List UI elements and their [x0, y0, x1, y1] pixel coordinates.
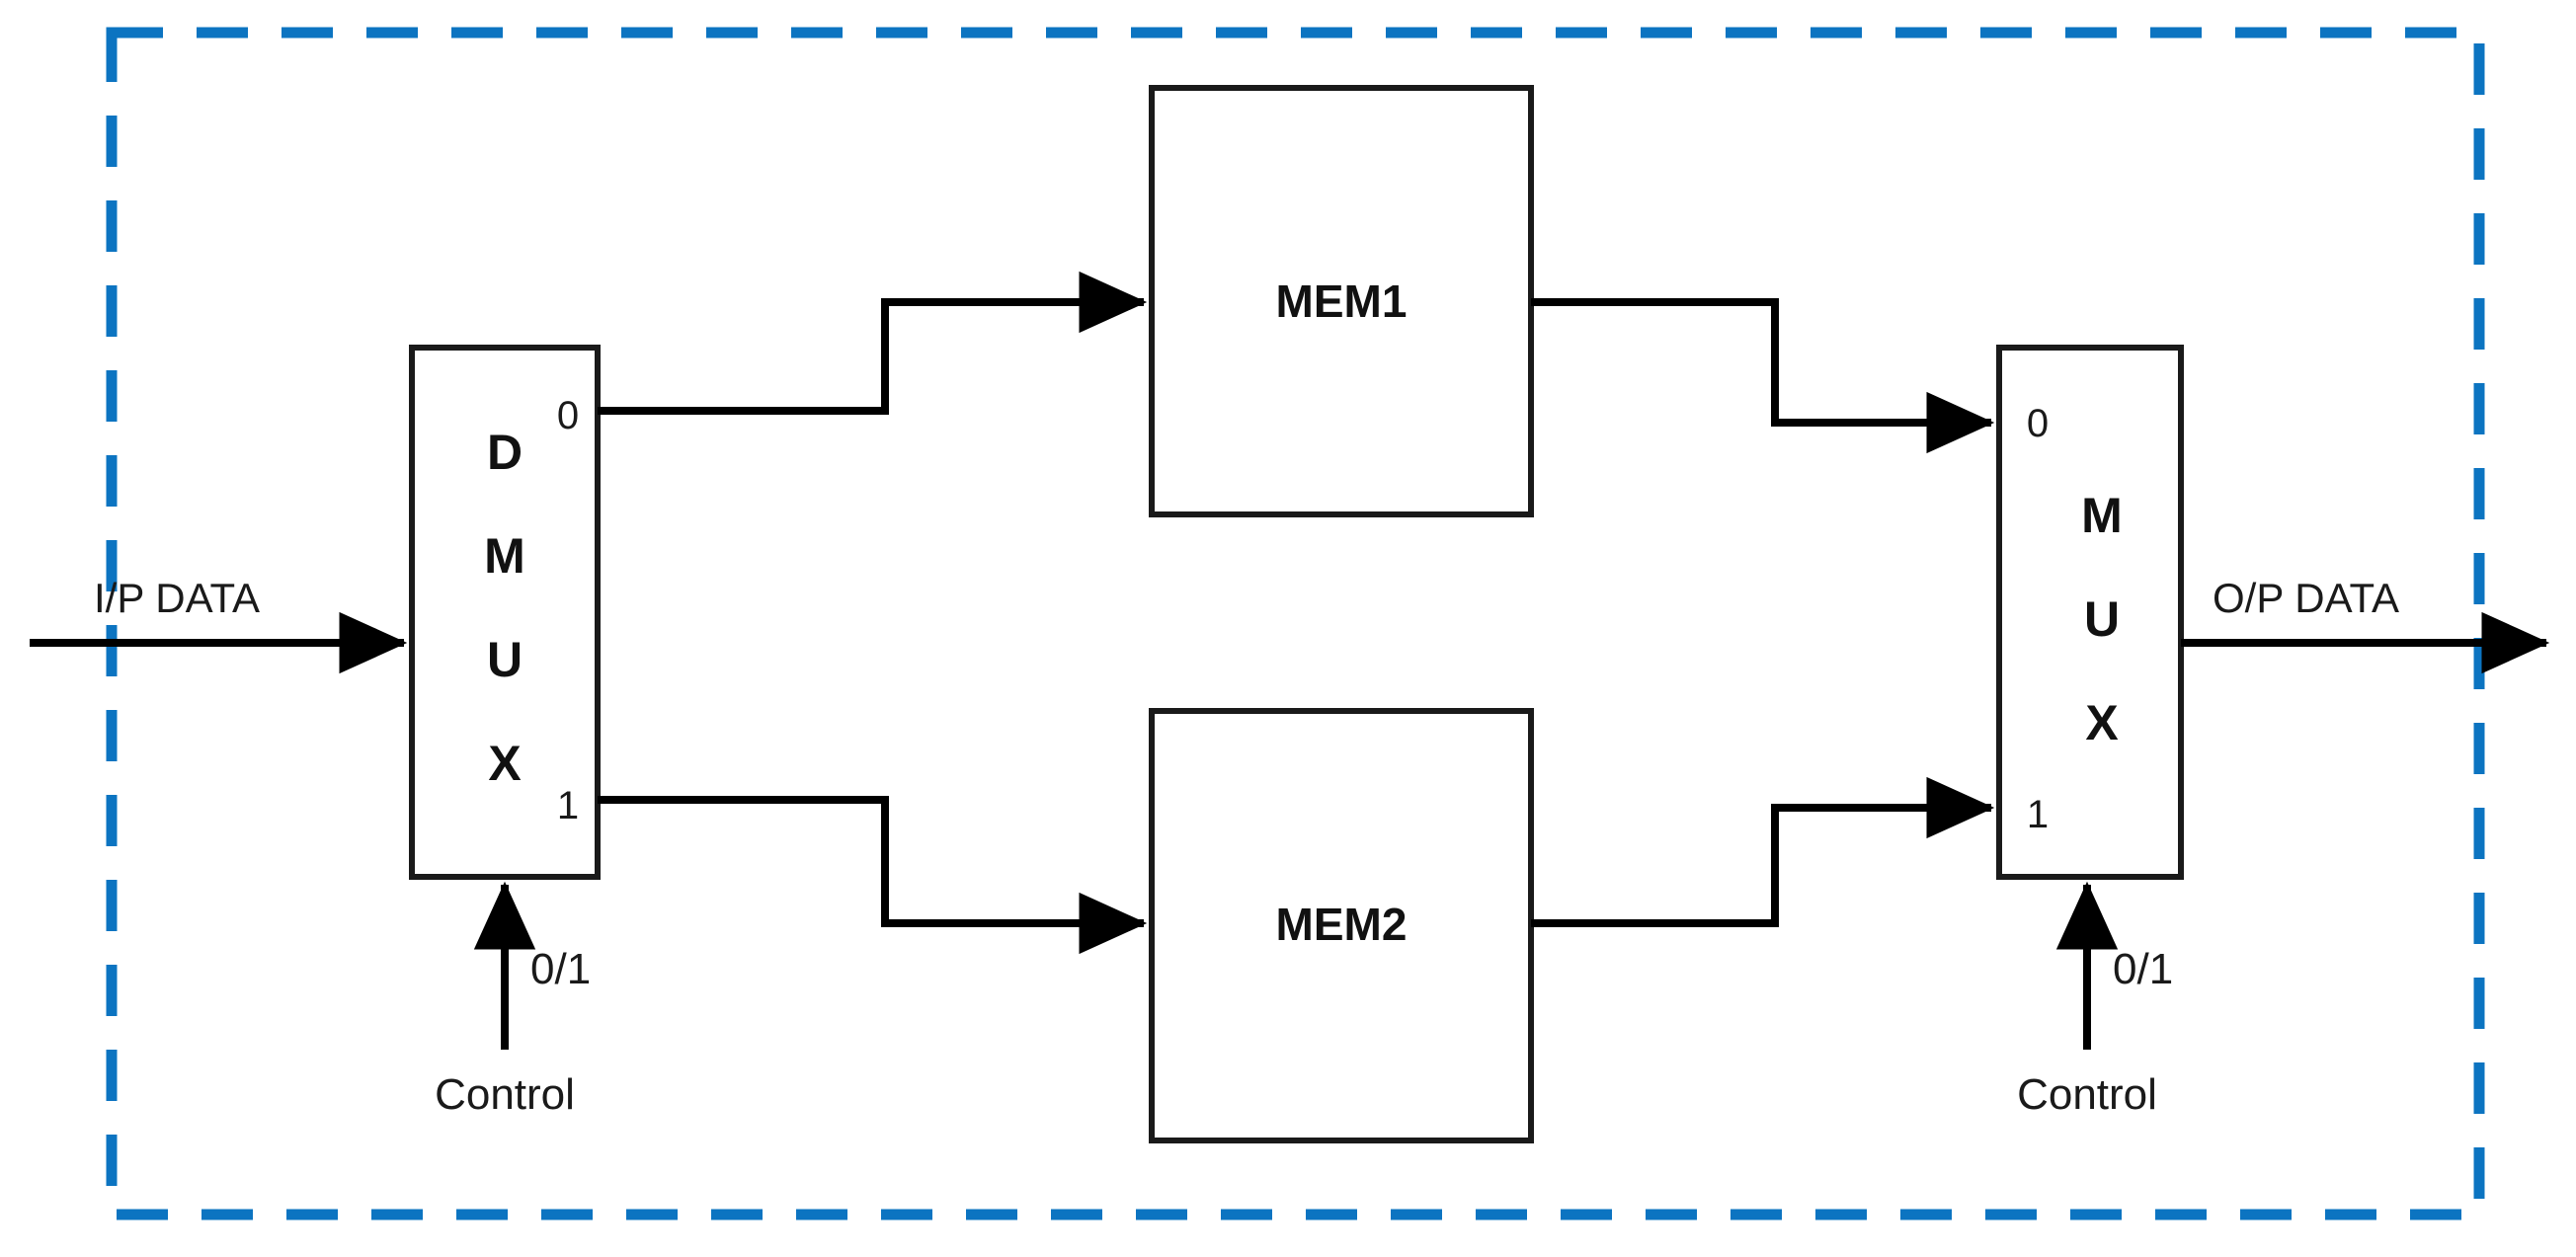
mux-control-value-label: 0/1	[2113, 945, 2173, 993]
dmux-port-0-label: 0	[557, 394, 579, 437]
dmux-letter-x: X	[488, 736, 521, 791]
mux-port-0-label: 0	[2027, 402, 2049, 445]
mux-block[interactable]: M U X 0 1	[1996, 345, 2184, 880]
input-data-label: I/P DATA	[94, 575, 260, 621]
wire-mem2-to-mux1	[1531, 776, 1995, 927]
wire-dmux0-to-mem1	[598, 271, 1148, 415]
dmux-letter-u: U	[487, 632, 523, 687]
dmux-control-label: Control	[435, 1070, 575, 1119]
dmux-box[interactable]	[409, 345, 601, 880]
dmux-block[interactable]: D M U X 0 1	[409, 345, 601, 880]
mem2-block[interactable]: MEM2	[1149, 708, 1534, 1143]
wire-mem1-to-mux0	[1531, 298, 1995, 454]
dmux-control-value-label: 0/1	[530, 945, 591, 993]
mux-letter-m: M	[2081, 488, 2123, 543]
mux-letter-x: X	[2085, 695, 2118, 750]
mux-box[interactable]	[1996, 345, 2184, 880]
wire-dmux1-to-mem2	[598, 796, 1148, 955]
mem1-block[interactable]: MEM1	[1149, 85, 1534, 517]
mem2-label: MEM2	[1276, 899, 1408, 950]
output-data-label: O/P DATA	[2213, 575, 2399, 621]
mux-control-label: Control	[2017, 1070, 2157, 1119]
mux-port-1-label: 1	[2027, 793, 2049, 836]
mem1-box[interactable]	[1149, 85, 1534, 517]
dmux-port-1-label: 1	[557, 784, 579, 827]
mem2-box[interactable]	[1149, 708, 1534, 1143]
dmux-letter-d: D	[487, 425, 523, 480]
mem1-label: MEM1	[1276, 275, 1408, 327]
dmux-letter-m: M	[484, 528, 525, 584]
mux-letter-u: U	[2084, 591, 2120, 647]
